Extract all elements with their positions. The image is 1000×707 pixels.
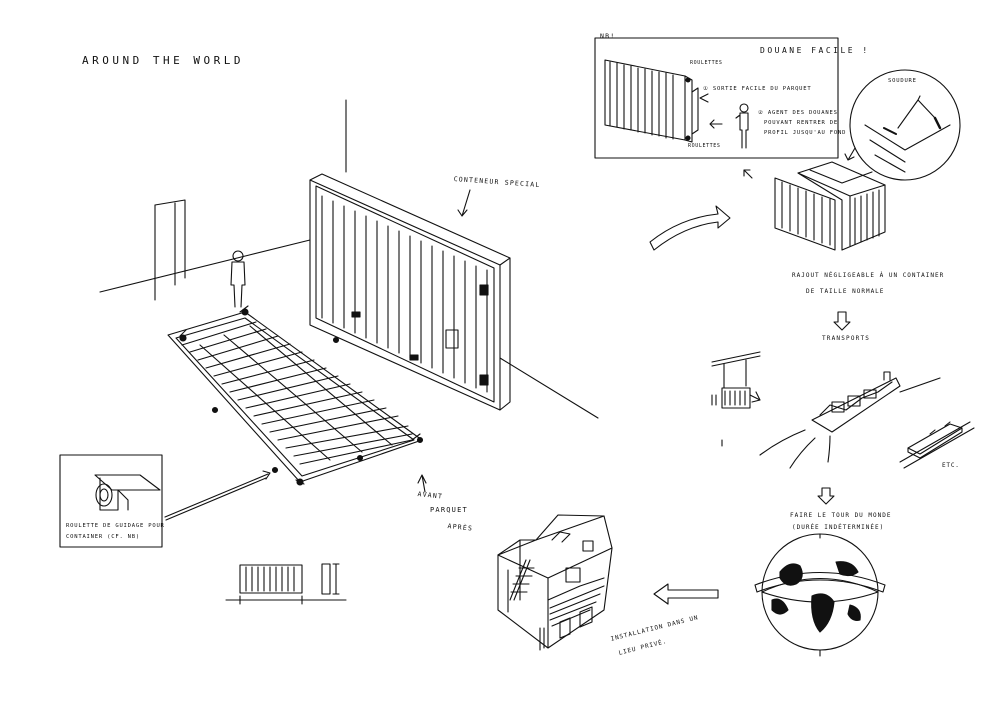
step2-label-3: PROFIL JUSQU'AU FOND (764, 130, 847, 136)
added-label-2: DE TAILLE NORMALE (806, 288, 885, 295)
room-lines (99, 99, 599, 419)
page-title: AROUND THE WORLD (82, 54, 244, 67)
parquet-floor-icon (167, 305, 424, 486)
customs-easy-label: DOUANE FACILE ! (760, 46, 870, 55)
step2-label-1: ② AGENT DES DOUANES (758, 110, 838, 116)
guide-wheel-label-2: CONTAINER (CF. NB) (66, 534, 141, 540)
nb-label: NB! (600, 32, 616, 40)
down-arrow-globe (817, 487, 835, 505)
ship-icon (759, 371, 941, 469)
wheel-detail-box (59, 454, 163, 548)
small-container-icon (774, 161, 886, 251)
wheels-top-label: ROULETTES (690, 60, 723, 66)
nb-arrow (743, 169, 753, 179)
added-label-1: RAJOUT NÉGLIGEABLE À UN CONTAINER (792, 272, 945, 279)
left-arrow-house (653, 583, 719, 605)
world-label-2: (DURÉE INDÉTERMINÉE) (792, 524, 885, 531)
crane-icon (711, 351, 761, 447)
step1-label: ① SORTIE FACILE DU PARQUET (703, 86, 812, 92)
before-arrow (417, 474, 427, 493)
transports-label: TRANSPORTS (822, 335, 871, 342)
parquet-label: PARQUET (430, 506, 468, 514)
etc-label: ETC. (942, 462, 960, 469)
wheel-arrow (164, 470, 271, 521)
weld-label: SOUDURE (888, 78, 917, 84)
customs-box (594, 37, 839, 159)
down-arrow-transports (833, 311, 851, 331)
person-icon (230, 250, 246, 308)
world-label-1: FAIRE LE TOUR DU MONDE (790, 512, 892, 519)
weld-detail (844, 69, 961, 181)
house-icon (497, 514, 613, 651)
globe-icon (754, 533, 886, 657)
guide-wheel-label-1: ROULETTE DE GUIDAGE POUR (66, 523, 165, 529)
wheel-icon (95, 477, 119, 511)
elevation-sketch (225, 563, 347, 605)
step2-label-2: POUVANT RENTRER DE (764, 120, 839, 126)
arrow-icon (649, 205, 731, 251)
train-icon (899, 421, 975, 469)
wheels-bottom-label: ROULETTES (688, 143, 721, 149)
special-container-arrow (457, 189, 471, 217)
container-icon (309, 173, 511, 411)
